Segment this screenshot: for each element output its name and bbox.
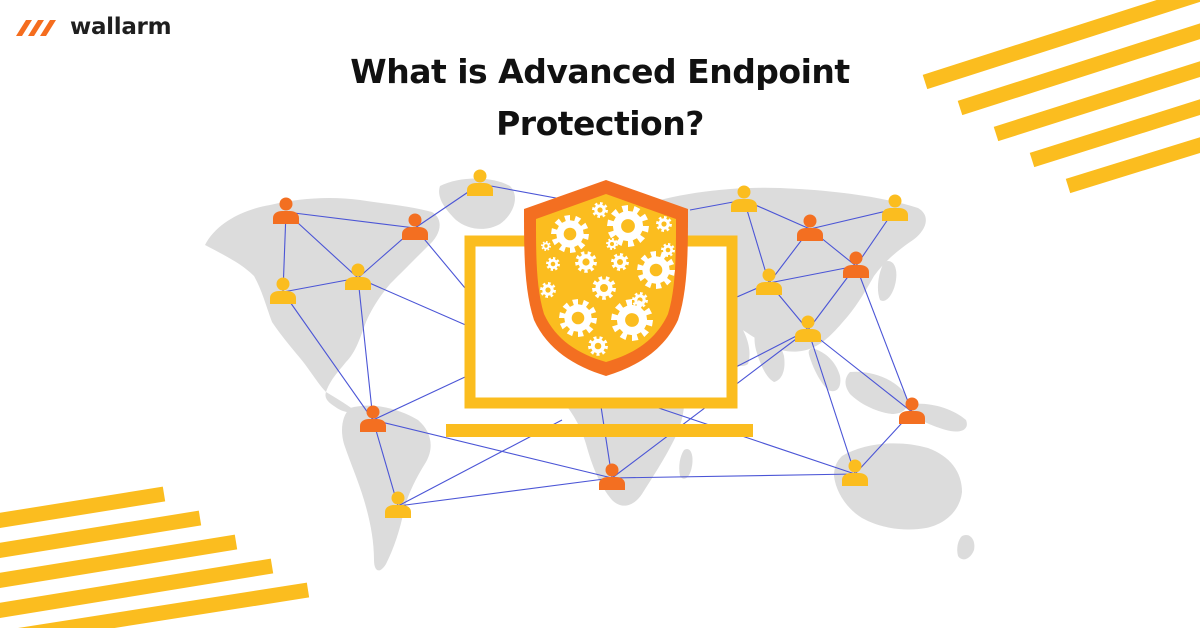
gear-icon — [540, 282, 556, 298]
gear-icon — [546, 257, 560, 271]
user-icon — [599, 463, 625, 490]
gear-icon — [541, 241, 551, 251]
gear-icon — [551, 215, 589, 253]
title-line-2: Protection? — [496, 104, 704, 143]
stripes-bottom-left — [0, 486, 310, 628]
user-cluster — [270, 169, 925, 518]
user-icon — [843, 251, 869, 278]
user-icon — [345, 263, 371, 290]
gear-icon — [661, 243, 675, 257]
gear-icon — [559, 299, 597, 337]
brand-name: wallarm — [70, 14, 172, 40]
user-icon — [360, 405, 386, 432]
user-icon — [467, 169, 493, 196]
gear-icon — [606, 238, 618, 250]
user-icon — [385, 491, 411, 518]
user-icon — [882, 194, 908, 221]
title-line-1: What is Advanced Endpoint — [350, 52, 850, 91]
user-icon — [756, 268, 782, 295]
user-icon — [273, 197, 299, 224]
user-icon — [842, 459, 868, 486]
user-icon — [795, 315, 821, 342]
user-icon — [797, 214, 823, 241]
gear-icon — [656, 216, 672, 232]
network-links — [282, 183, 913, 507]
gear-cluster — [540, 202, 675, 356]
gear-icon — [607, 205, 649, 247]
user-icon — [899, 397, 925, 424]
wallarm-logo-icon — [16, 20, 56, 36]
gear-icon — [637, 251, 675, 289]
user-icon — [731, 185, 757, 212]
gear-icon — [588, 336, 608, 356]
user-icon — [402, 213, 428, 240]
gear-icon — [575, 251, 597, 273]
brand-logo[interactable]: wallarm — [14, 14, 172, 40]
gear-icon — [611, 299, 653, 341]
gear-icon — [592, 276, 616, 300]
gear-icon — [592, 202, 608, 218]
stripes-top-right — [922, 0, 1200, 194]
page-title: What is Advanced Endpoint Protection? — [0, 46, 1200, 150]
user-icon — [270, 277, 296, 304]
gear-icon — [611, 253, 629, 271]
